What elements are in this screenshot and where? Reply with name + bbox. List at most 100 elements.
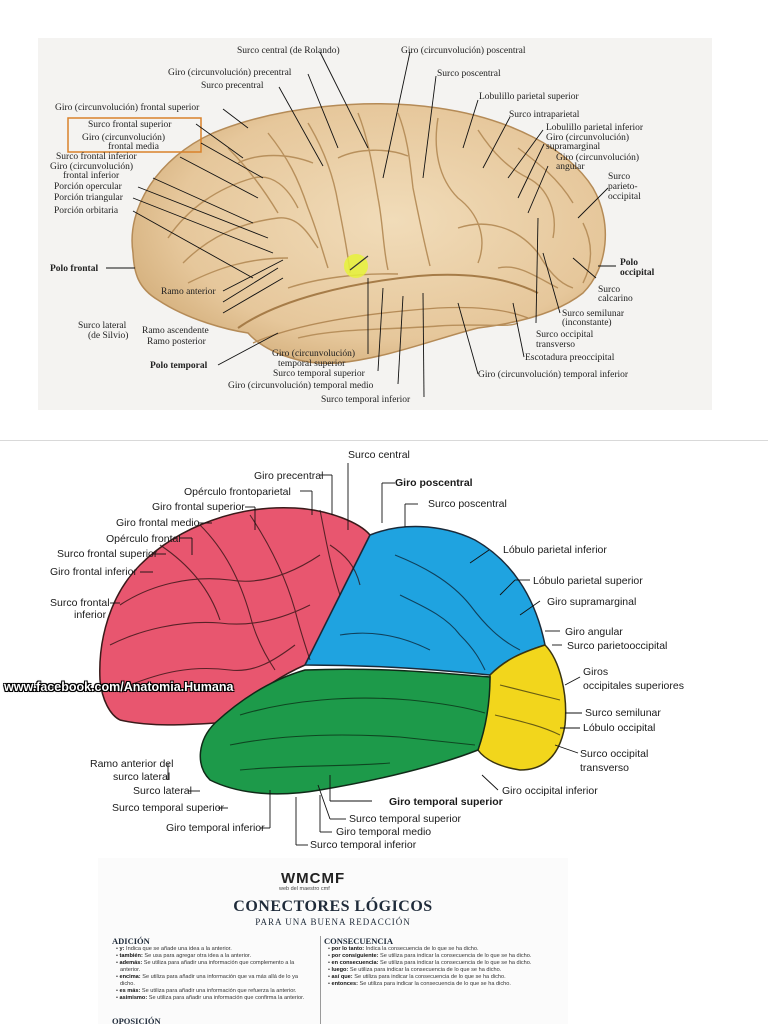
mid-label-surco-temporal-superior-left: Surco temporal superior (112, 802, 225, 814)
label-polo-occipital-1: Polo (620, 258, 638, 268)
label-giro-frontal-inferior-2: frontal inferior (63, 171, 120, 181)
label-porcion-opercular: Porción opercular (54, 182, 122, 192)
adicion-term: encima: (119, 974, 141, 980)
label-surco-lateral-1: Surco lateral (78, 321, 127, 331)
mid-label-giro-angular: Giro angular (565, 626, 623, 638)
adicion-description: Se utiliza para añadir una información q… (120, 974, 298, 987)
middle-leader-lines (110, 463, 582, 846)
adicion-item: además: Se utiliza para añadir una infor… (120, 960, 314, 974)
mid-label-giro-temporal-superior: Giro temporal superior (389, 796, 503, 808)
adicion-item: asimismo: Se utiliza para añadir una inf… (120, 995, 314, 1002)
label-giro-temporal-inferior: Giro (circunvolución) temporal inferior (478, 370, 629, 380)
label-surco-poscentral: Surco poscentral (437, 69, 501, 79)
label-giro-poscentral: Giro (circunvolución) poscentral (401, 46, 526, 56)
label-escotadura: Escotadura preoccipital (525, 353, 615, 363)
label-surco-parieto-1: Surco (608, 172, 631, 182)
label-giro-temporal-superior-1: Giro (circunvolución) (272, 349, 356, 359)
consecuencia-term: por consiguiente: (331, 953, 379, 959)
consecuencia-description: Se utiliza para indicar la consecuencia … (348, 967, 502, 973)
label-porcion-orbitaria: Porción orbitaria (54, 206, 119, 216)
label-giro-frontal-medio-2: frontal media (108, 142, 159, 152)
conectores-document: WMCMF web del maestro cmf CONECTORES LÓG… (98, 858, 568, 1026)
mid-label-giro-poscentral: Giro poscentral (395, 477, 473, 489)
adicion-description: Se utiliza para añadir una información q… (147, 995, 305, 1001)
consecuencia-description: Se utiliza para indicar la consecuencia … (352, 974, 506, 980)
consecuencia-term: así que: (331, 974, 353, 980)
label-giro-angular-1: Giro (circunvolución) (556, 153, 640, 163)
mid-label-surco-frontal-inferior-1: Surco frontal (50, 597, 110, 609)
label-polo-temporal: Polo temporal (150, 361, 208, 371)
label-giro-precentral: Giro (circunvolución) precentral (168, 68, 292, 78)
mid-label-surco-frontal-superior: Surco frontal superior (57, 548, 158, 560)
adicion-description: Indica que se añade una idea a la anteri… (124, 946, 232, 952)
adicion-term: es más: (119, 988, 141, 994)
label-surco-temporal-superior: Surco temporal superior (273, 369, 365, 379)
consecuencia-description: Indica la consecuencia de lo que se ha d… (364, 946, 479, 952)
adicion-term: también: (119, 953, 143, 959)
mid-label-giro-frontal-inferior: Giro frontal inferior (50, 566, 137, 578)
mid-label-ramo-anterior-1: Ramo anterior del (90, 758, 174, 770)
adicion-description: Se usa para agregar otra idea a la anter… (142, 953, 252, 959)
label-surco-frontal-superior: Surco frontal superior (88, 120, 172, 130)
mid-label-lobulo-occipital: Lóbulo occipital (583, 722, 656, 734)
mid-label-surco-temporal-inferior: Surco temporal inferior (310, 839, 417, 851)
consecuencia-list: por lo tanto: Indica la consecuencia de … (326, 946, 541, 988)
label-ramo-ascendente: Ramo ascendente (142, 326, 209, 336)
consecuencia-term: en consecuencia: (331, 960, 379, 966)
consecuencia-description: Se utiliza para indicar la consecuencia … (357, 981, 511, 987)
mid-label-surco-central: Surco central (348, 449, 410, 461)
consecuencia-item: por lo tanto: Indica la consecuencia de … (332, 946, 541, 953)
consecuencia-description: Se utiliza para indicar la consecuencia … (378, 953, 532, 959)
highlight-box (67, 117, 202, 153)
label-surco-temporal-inferior: Surco temporal inferior (321, 395, 411, 405)
mid-label-giros-occipitales-1: Giros (583, 666, 609, 678)
mid-label-surco-semilunar: Surco semilunar (585, 707, 661, 719)
mid-label-giro-precentral: Giro precentral (254, 470, 324, 482)
adicion-term: y: (119, 946, 125, 952)
consecuencia-term: por lo tanto: (331, 946, 365, 952)
mid-label-giro-temporal-medio: Giro temporal medio (336, 826, 432, 838)
consecuencia-term: entonces: (331, 981, 358, 987)
adicion-item: encima: Se utiliza para añadir una infor… (120, 974, 314, 988)
label-surco-occipital-2: transverso (536, 340, 576, 350)
mid-label-giro-temporal-inferior: Giro temporal inferior (166, 822, 265, 834)
mid-label-surco-lateral: Surco lateral (133, 785, 192, 797)
label-giro-frontal-inferior-1: Giro (circunvolución) (50, 162, 134, 172)
section-heading-consecuencia: CONSECUENCIA (324, 936, 393, 946)
adicion-list: y: Indica que se añade una idea a la ant… (114, 946, 314, 1002)
label-surco-intraparietal: Surco intraparietal (509, 110, 580, 120)
mid-label-giro-frontal-medio: Giro frontal medio (116, 517, 200, 529)
top-brain-illustration (67, 51, 616, 398)
temporal-lobe-fold (237, 273, 539, 329)
mid-label-surco-temporal-superior-right: Surco temporal superior (349, 813, 462, 825)
mid-label-giros-occipitales-2: occipitales superiores (583, 680, 684, 692)
consecuencia-item: en consecuencia: Se utiliza para indicar… (332, 960, 541, 967)
adicion-description: Se utiliza para añadir una información q… (120, 960, 295, 973)
consecuencia-item: entonces: Se utiliza para indicar la con… (332, 981, 541, 988)
adicion-description: Se utiliza para añadir una información q… (140, 988, 297, 994)
mid-label-giro-occipital-inferior: Giro occipital inferior (502, 785, 598, 797)
wmcmf-logo: WMCMF (281, 870, 346, 887)
leader-lines (106, 51, 616, 398)
adicion-term: además: (119, 960, 143, 966)
mid-label-surco-frontal-inferior-2: inferior (74, 609, 107, 621)
facebook-watermark: www.facebook.com/Anatomia.Humana (4, 680, 234, 694)
label-surco-central: Surco central (de Rolando) (237, 46, 340, 56)
label-lobulillo-parietal-superior: Lobulillo parietal superior (479, 92, 579, 102)
mid-label-giro-frontal-superior: Giro frontal superior (152, 501, 245, 513)
label-giro-frontal-medio-1: Giro (circunvolución) (82, 133, 166, 143)
label-surco-calcarino-2: calcarino (598, 294, 633, 304)
consecuencia-item: luego: Se utiliza para indicar la consec… (332, 967, 541, 974)
label-giro-temporal-superior-2: temporal superior (278, 359, 346, 369)
logo-subtitle: web del maestro cmf (279, 886, 330, 892)
mid-label-ramo-anterior-2: surco lateral (113, 771, 171, 783)
document-subtitle: PARA UNA BUENA REDACCIÓN (255, 917, 411, 927)
label-surco-semilunar-1: Surco semilunar (562, 309, 625, 319)
mid-label-surco-poscentral: Surco poscentral (428, 498, 507, 510)
consecuencia-item: por consiguiente: Se utiliza para indica… (332, 953, 541, 960)
label-surco-semilunar-2: (inconstante) (562, 318, 612, 328)
label-surco-frontal-inferior: Surco frontal inferior (56, 152, 137, 162)
section-heading-adicion: ADICIÓN (112, 936, 150, 946)
consecuencia-item: así que: Se utiliza para indicar la cons… (332, 974, 541, 981)
adicion-item: y: Indica que se añade una idea a la ant… (120, 946, 314, 953)
